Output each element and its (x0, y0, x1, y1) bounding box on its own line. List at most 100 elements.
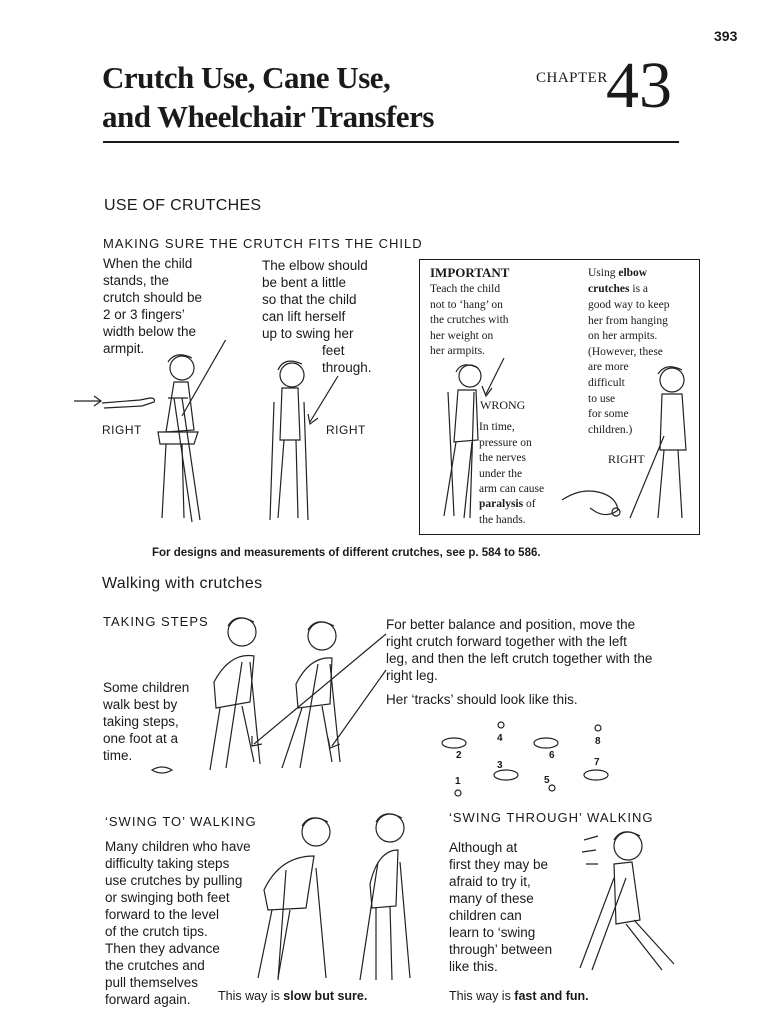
swing-to-child-2-leg-right (389, 905, 393, 981)
child-1-crutch-2 (181, 397, 201, 521)
crutch-fit-illustration (74, 340, 339, 523)
child-2-head (279, 362, 305, 388)
track-foot-left-1 (441, 737, 467, 749)
swing-to-child-1-leg-right (277, 909, 291, 979)
swing-through-child-head (613, 831, 643, 861)
stepping-child-1-leg-right (241, 705, 255, 763)
swing-through-illustration (579, 831, 675, 971)
subheading-crutch-fit: MAKING SURE THE CRUTCH FITS THE CHILD (103, 236, 423, 251)
swing-through-child-body (613, 861, 641, 925)
paralysed-hand (561, 490, 619, 516)
stepping-child-1-leg-left (209, 707, 221, 771)
elbow-crutch-child-head (659, 367, 685, 393)
child-2-hair (277, 360, 303, 371)
stepping-child-2-crutch-2 (329, 663, 341, 763)
swing-to-child-2-hair (375, 813, 403, 823)
track-number-4: 4 (497, 733, 503, 744)
taking-steps-text: Some children walk best by taking steps,… (103, 680, 190, 763)
hanging-child-body (453, 389, 479, 443)
important-callout-box (419, 259, 700, 535)
swing-to-text: Many children who have difficulty taking… (105, 839, 251, 1007)
chapter-number: 43 (606, 49, 672, 122)
chapter-title-line-2: and Wheelchair Transfers (102, 99, 434, 134)
elbow-crutch-tip-line-1: Using elbow (588, 266, 647, 282)
stepping-child-2-body (295, 657, 333, 709)
swing-to-child-1-head (301, 817, 331, 847)
subheading-swing-to: ‘SWING TO’ WALKING (105, 814, 257, 829)
track-crutch-5 (548, 784, 556, 792)
wrong-label: WRONG (480, 398, 526, 412)
elbow-crutch-child-body (659, 393, 687, 451)
swing-to-crutch-3 (359, 861, 379, 981)
hanging-crutch-2 (469, 391, 475, 519)
stepping-child-1-crutch-2 (249, 661, 261, 765)
hanging-child-leg-left (443, 441, 457, 517)
child-2-body (279, 387, 301, 441)
track-number-7: 7 (594, 757, 600, 768)
elbow-crutch-shaft (629, 435, 665, 519)
fit-instruction-text: When the child stands, the crutch should… (103, 256, 203, 356)
balance-pointer-arrowhead-2 (327, 737, 341, 749)
important-text: Teach the child not to ‘hang’ on the cru… (430, 283, 509, 358)
balance-pointer-line-2 (331, 669, 387, 747)
balance-instruction-text: For better balance and position, move th… (386, 617, 653, 683)
swing-to-child-2-body (369, 849, 399, 909)
important-title: IMPORTANT (430, 265, 510, 280)
track-number-5: 5 (544, 775, 550, 786)
swing-through-caption-pre: This way is (449, 989, 515, 1003)
right-label-elbow: RIGHT (608, 452, 645, 466)
swing-to-caption-pre: This way is (218, 989, 284, 1003)
section-heading-walking: Walking with crutches (102, 575, 263, 592)
pointer-arrowhead (93, 395, 103, 407)
child-1-body (165, 381, 195, 433)
swing-to-crutch-2 (315, 867, 327, 979)
elbow-instruction-text-end: feet through. (322, 343, 372, 375)
swing-to-child-1-hair (301, 817, 329, 827)
section-heading-use-of-crutches: USE OF CRUTCHES (104, 197, 262, 214)
track-number-6: 6 (549, 750, 555, 761)
child-1-shorts (157, 431, 199, 445)
child-1-head (169, 355, 195, 381)
swing-through-caption-bold: fast and fun. (514, 989, 589, 1003)
right-label-2: RIGHT (326, 423, 366, 437)
swing-to-child-2-head (375, 813, 405, 843)
track-number-8: 8 (595, 736, 601, 747)
measuring-hand (101, 397, 156, 409)
stepping-child-1-crutch-1 (225, 661, 243, 769)
track-crutch-4 (497, 721, 505, 729)
stepping-child-1-hair (227, 617, 255, 627)
pressure-warning-end: the hands. (479, 514, 526, 526)
stepping-child-2-leg-left (281, 707, 303, 769)
swing-to-crutch-4 (399, 861, 411, 979)
motion-lines (581, 835, 599, 865)
track-foot-right-1 (493, 769, 519, 781)
swing-through-caption: This way is fast and fun. (449, 989, 589, 1003)
page-number: 393 (714, 28, 738, 44)
subheading-swing-through: ‘SWING THROUGH’ WALKING (449, 810, 654, 825)
track-number-3: 3 (497, 760, 503, 771)
designs-reference-note: For designs and measurements of differen… (152, 547, 541, 559)
paralysed-finger (611, 507, 621, 517)
child-1-leg-left (161, 443, 167, 519)
swing-through-child-leg-right (633, 919, 675, 965)
subheading-taking-steps: TAKING STEPS (103, 614, 209, 629)
hanging-child-leg-right (463, 441, 473, 519)
stepping-child-1-head (227, 617, 257, 647)
hanging-child-hair (455, 364, 479, 373)
wrong-pointer-arrowhead (481, 385, 493, 398)
track-crutch-8 (594, 724, 602, 732)
swing-to-child-1-body (263, 855, 315, 911)
child-1-crutch-1 (173, 397, 193, 523)
stepping-child-2-hair (307, 621, 335, 631)
child-2-leg-left (277, 439, 285, 519)
stepping-child-2-leg-right (321, 705, 333, 763)
swing-through-child-leg-left (625, 923, 663, 971)
hanging-crutch-1 (447, 391, 455, 517)
elbow-instruction-text: The elbow should be bent a little so tha… (262, 258, 368, 341)
title-divider (103, 141, 679, 143)
track-number-2: 2 (456, 750, 462, 761)
track-crutch-1 (454, 789, 462, 797)
track-number-1: 1 (455, 776, 461, 787)
paralysis-word: paralysis (479, 498, 524, 510)
chapter-title-line-1: Crutch Use, Cane Use, (102, 60, 391, 95)
